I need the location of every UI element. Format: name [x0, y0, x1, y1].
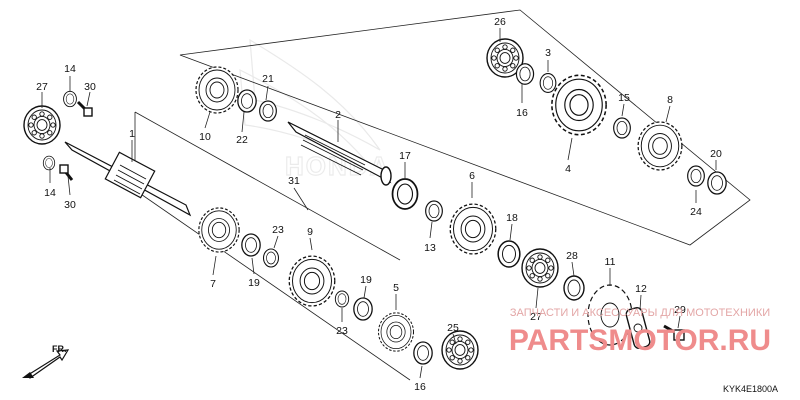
- callout-18: 18: [506, 212, 518, 224]
- gear-10: [195, 66, 239, 114]
- countershaft-outline: [179, 9, 751, 246]
- front-direction-arrow: FR.: [22, 344, 70, 379]
- callout-17: 17: [399, 150, 411, 162]
- callout-4: 4: [565, 163, 571, 175]
- countershaft-2: [287, 121, 392, 186]
- callout-14-top: 14: [64, 63, 76, 75]
- callout-30-bottom: 30: [64, 199, 76, 211]
- callout-14-bottom: 14: [44, 187, 56, 199]
- bolt-30-top: [76, 100, 93, 117]
- callout-27-right: 27: [530, 311, 542, 323]
- callout-13: 13: [424, 242, 436, 254]
- gear-4: [551, 74, 607, 136]
- callout-10: 10: [199, 131, 211, 143]
- bushing-22: [237, 89, 257, 113]
- callout-21: 21: [262, 73, 274, 85]
- callout-5: 5: [393, 282, 399, 294]
- washer-14-top: [63, 90, 77, 108]
- leader-lines: [41, 28, 717, 379]
- bolt-30-bottom: [59, 164, 74, 181]
- callout-25: 25: [447, 322, 459, 334]
- callout-26: 26: [494, 16, 506, 28]
- fixing-plate-12: [625, 307, 651, 349]
- gear-6: [449, 203, 497, 255]
- washer-20: [707, 171, 727, 195]
- callout-19-left: 19: [248, 277, 260, 289]
- washer-18: [497, 240, 521, 268]
- callout-15: 15: [618, 92, 630, 104]
- bushing-28: [563, 275, 585, 301]
- callout-31: 31: [288, 175, 300, 187]
- callout-24: 24: [690, 206, 702, 218]
- washer-14-bottom: [42, 155, 56, 171]
- callout-30-top: 30: [84, 81, 96, 93]
- gear-8: [637, 121, 683, 171]
- circlip-24: [686, 165, 706, 187]
- callout-8: 8: [667, 94, 673, 106]
- bushing-3: [539, 72, 557, 94]
- callout-19-right: 19: [360, 274, 372, 286]
- gear-9: [288, 255, 336, 307]
- diagram-code: KYK4E1800A: [723, 384, 778, 394]
- circlip-21: [259, 100, 277, 122]
- bearing-27-right: [521, 248, 559, 288]
- callout-27-left: 27: [36, 81, 48, 93]
- gear-5: [377, 312, 415, 352]
- callout-23-bottom: 23: [336, 325, 348, 337]
- callout-9: 9: [307, 226, 313, 238]
- callout-3: 3: [545, 47, 551, 59]
- washer-13: [425, 200, 443, 222]
- washer-16-top: [515, 63, 535, 85]
- callout-7: 7: [210, 278, 216, 290]
- callout-12: 12: [635, 283, 647, 295]
- callout-6: 6: [469, 170, 475, 182]
- mainshaft-1: [64, 141, 192, 217]
- bolt-29: [663, 324, 685, 341]
- bearing-27-left: [23, 105, 61, 145]
- washer-16-bottom: [413, 341, 433, 365]
- callout-20: 20: [710, 148, 722, 160]
- washer-17: [391, 178, 419, 210]
- callout-11: 11: [605, 256, 616, 268]
- gear-7: [198, 207, 240, 253]
- callout-labels: 27 14 30 1 14 30 10 22 21 2 31 17 26 3 1…: [36, 16, 722, 393]
- callout-16-bottom: 16: [414, 381, 426, 393]
- front-direction-label: FR.: [52, 344, 67, 354]
- circlip-23-top: [262, 248, 280, 268]
- bearing-25: [441, 330, 479, 370]
- callout-29: 29: [674, 304, 686, 316]
- callout-28: 28: [566, 250, 578, 262]
- washer-19-right: [353, 297, 373, 321]
- circlip-23-bottom: [334, 290, 350, 308]
- watermark-tagline: ЗАПЧАСТИ И АКСЕССУАРЫ ДЛЯ МОТОТЕХНИКИ: [510, 307, 770, 319]
- callout-23-top: 23: [272, 224, 284, 236]
- callout-22: 22: [236, 134, 248, 146]
- watermark-brand: PARTSMOTOR.RU: [509, 324, 771, 357]
- callout-2: 2: [335, 109, 341, 121]
- callout-1: 1: [129, 128, 135, 140]
- callout-16-top: 16: [516, 107, 528, 119]
- washer-15: [612, 117, 632, 139]
- washer-19-left: [241, 233, 261, 257]
